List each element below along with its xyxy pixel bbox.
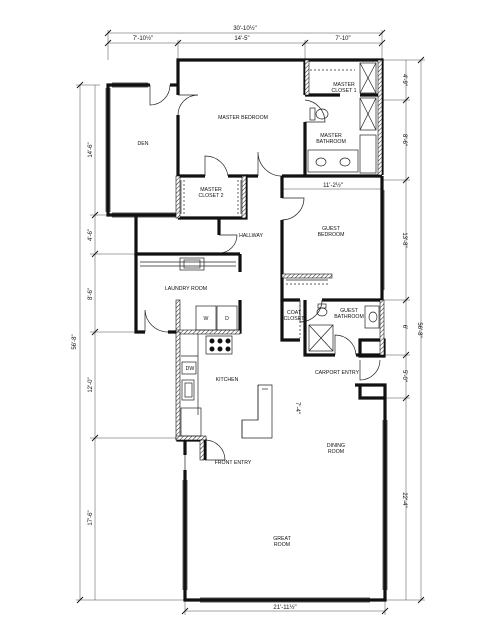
room-master-bedroom: MASTER BEDROOM <box>218 115 268 121</box>
windows <box>105 82 388 603</box>
room-guest-bathroom-line1: GUEST <box>340 308 359 314</box>
dim-right-overall: 56'-8" <box>416 322 422 337</box>
dimension-lines: 30'-10½" 7'-10½" 14'-5" 7'-10" 11'-2½" 2… <box>72 25 425 615</box>
dim-left-laundry: 8'-6" <box>88 288 94 300</box>
dim-left-overall: 56'-8" <box>72 334 78 349</box>
room-front-entry: FRONT ENTRY <box>215 460 252 466</box>
room-master-closet-2-line2: CLOSET 2 <box>199 193 224 199</box>
room-laundry-room: LAUNDRY ROOM <box>165 286 207 292</box>
room-master-closet-1-line1: MASTER <box>333 82 355 88</box>
dim-top-left: 7'-10½" <box>133 35 153 42</box>
washer <box>195 305 217 331</box>
room-guest-bedroom-line1: GUEST <box>322 226 341 232</box>
room-master-bathroom-line1: MASTER <box>320 133 342 139</box>
dim-guest-width: 11'-2½" <box>323 182 343 189</box>
dishwasher <box>181 361 197 375</box>
dishwasher-label: DW <box>186 366 195 372</box>
dim-left-hall: 4'-6" <box>88 229 94 241</box>
dim-left-den: 14'-6" <box>88 142 94 157</box>
room-guest-bathroom-line2: BATHROOM <box>334 314 364 320</box>
room-master-bathroom-line2: BATHROOM <box>316 139 346 145</box>
room-master-closet-1-line2: CLOSET 1 <box>332 88 357 94</box>
room-den: DEN <box>138 141 149 147</box>
room-hallway: HALLWAY <box>239 233 263 239</box>
dim-bottom: 21'-11½" <box>273 604 296 611</box>
hatched-walls <box>175 59 385 461</box>
room-dining-line1: DINING <box>327 443 345 449</box>
room-coat-closet-line1: COAT <box>287 310 302 316</box>
dim-left-kitchen: 12'-0" <box>88 377 94 392</box>
dim-right-gbath: 6' <box>401 325 407 329</box>
room-carport-entry: CARPORT ENTRY <box>315 370 360 376</box>
dim-right-great: 22'-4" <box>401 492 407 507</box>
room-guest-bedroom-line2: BEDROOM <box>318 232 345 238</box>
dim-left-great: 17'-6" <box>88 510 94 525</box>
dim-right-carport: 5'-0" <box>401 370 407 382</box>
dim-island: 7'-4" <box>294 402 300 414</box>
dryer <box>216 305 238 331</box>
dryer-label: D <box>225 316 229 322</box>
dim-overall-top: 30'-10½" <box>233 25 257 32</box>
room-dining-line2: ROOM <box>328 449 344 455</box>
fixtures: W D DW <box>140 62 380 439</box>
room-coat-closet-line2: CLOSET <box>284 316 306 322</box>
room-great-line2: ROOM <box>274 542 290 548</box>
room-master-closet-2-line1: MASTER <box>200 187 222 193</box>
dim-top-middle: 14'-5" <box>234 36 249 42</box>
dim-right-guest: 13'-8" <box>401 232 407 247</box>
dim-top-right: 7'-10" <box>335 36 350 42</box>
dim-right-closet1: 4'-9" <box>401 74 407 86</box>
room-labels: MASTER BEDROOM MASTER CLOSET 1 MASTER BA… <box>138 82 364 548</box>
washer-label: W <box>204 316 209 322</box>
dim-right-mbath: 8'-6" <box>401 134 407 146</box>
room-great-line1: GREAT <box>273 536 291 542</box>
room-kitchen: KITCHEN <box>216 377 239 383</box>
